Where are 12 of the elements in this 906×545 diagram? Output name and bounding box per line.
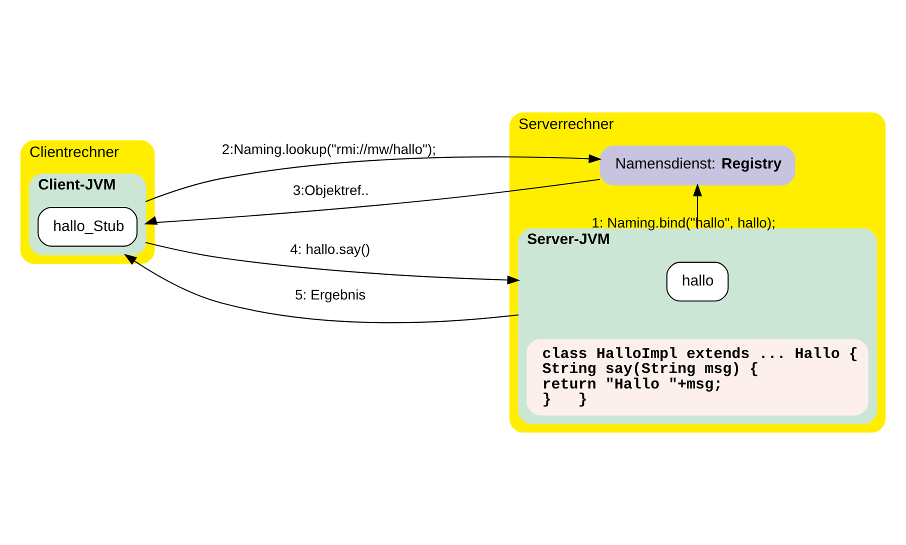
node-box: hallo — [666, 262, 729, 302]
node-box: hallo_Stub — [38, 206, 138, 247]
node-box: class HalloImpl extends ... Hallo { String say(String msg) { return "Hallo "+msg; } } — [526, 339, 868, 416]
arrow — [124, 254, 519, 324]
arrow — [145, 242, 520, 285]
arrow — [145, 154, 602, 202]
edge-label: 3:Objektref.. — [292, 182, 369, 198]
arrow — [144, 178, 600, 225]
edge-label: 2:Naming.lookup("rmi://mw/hallo"); — [222, 141, 436, 158]
node-box: Namensdienst: Registry — [600, 146, 796, 186]
edge-label: 5: Ergebnis — [295, 286, 366, 302]
edge-label: 4: hallo.say() — [290, 241, 370, 258]
